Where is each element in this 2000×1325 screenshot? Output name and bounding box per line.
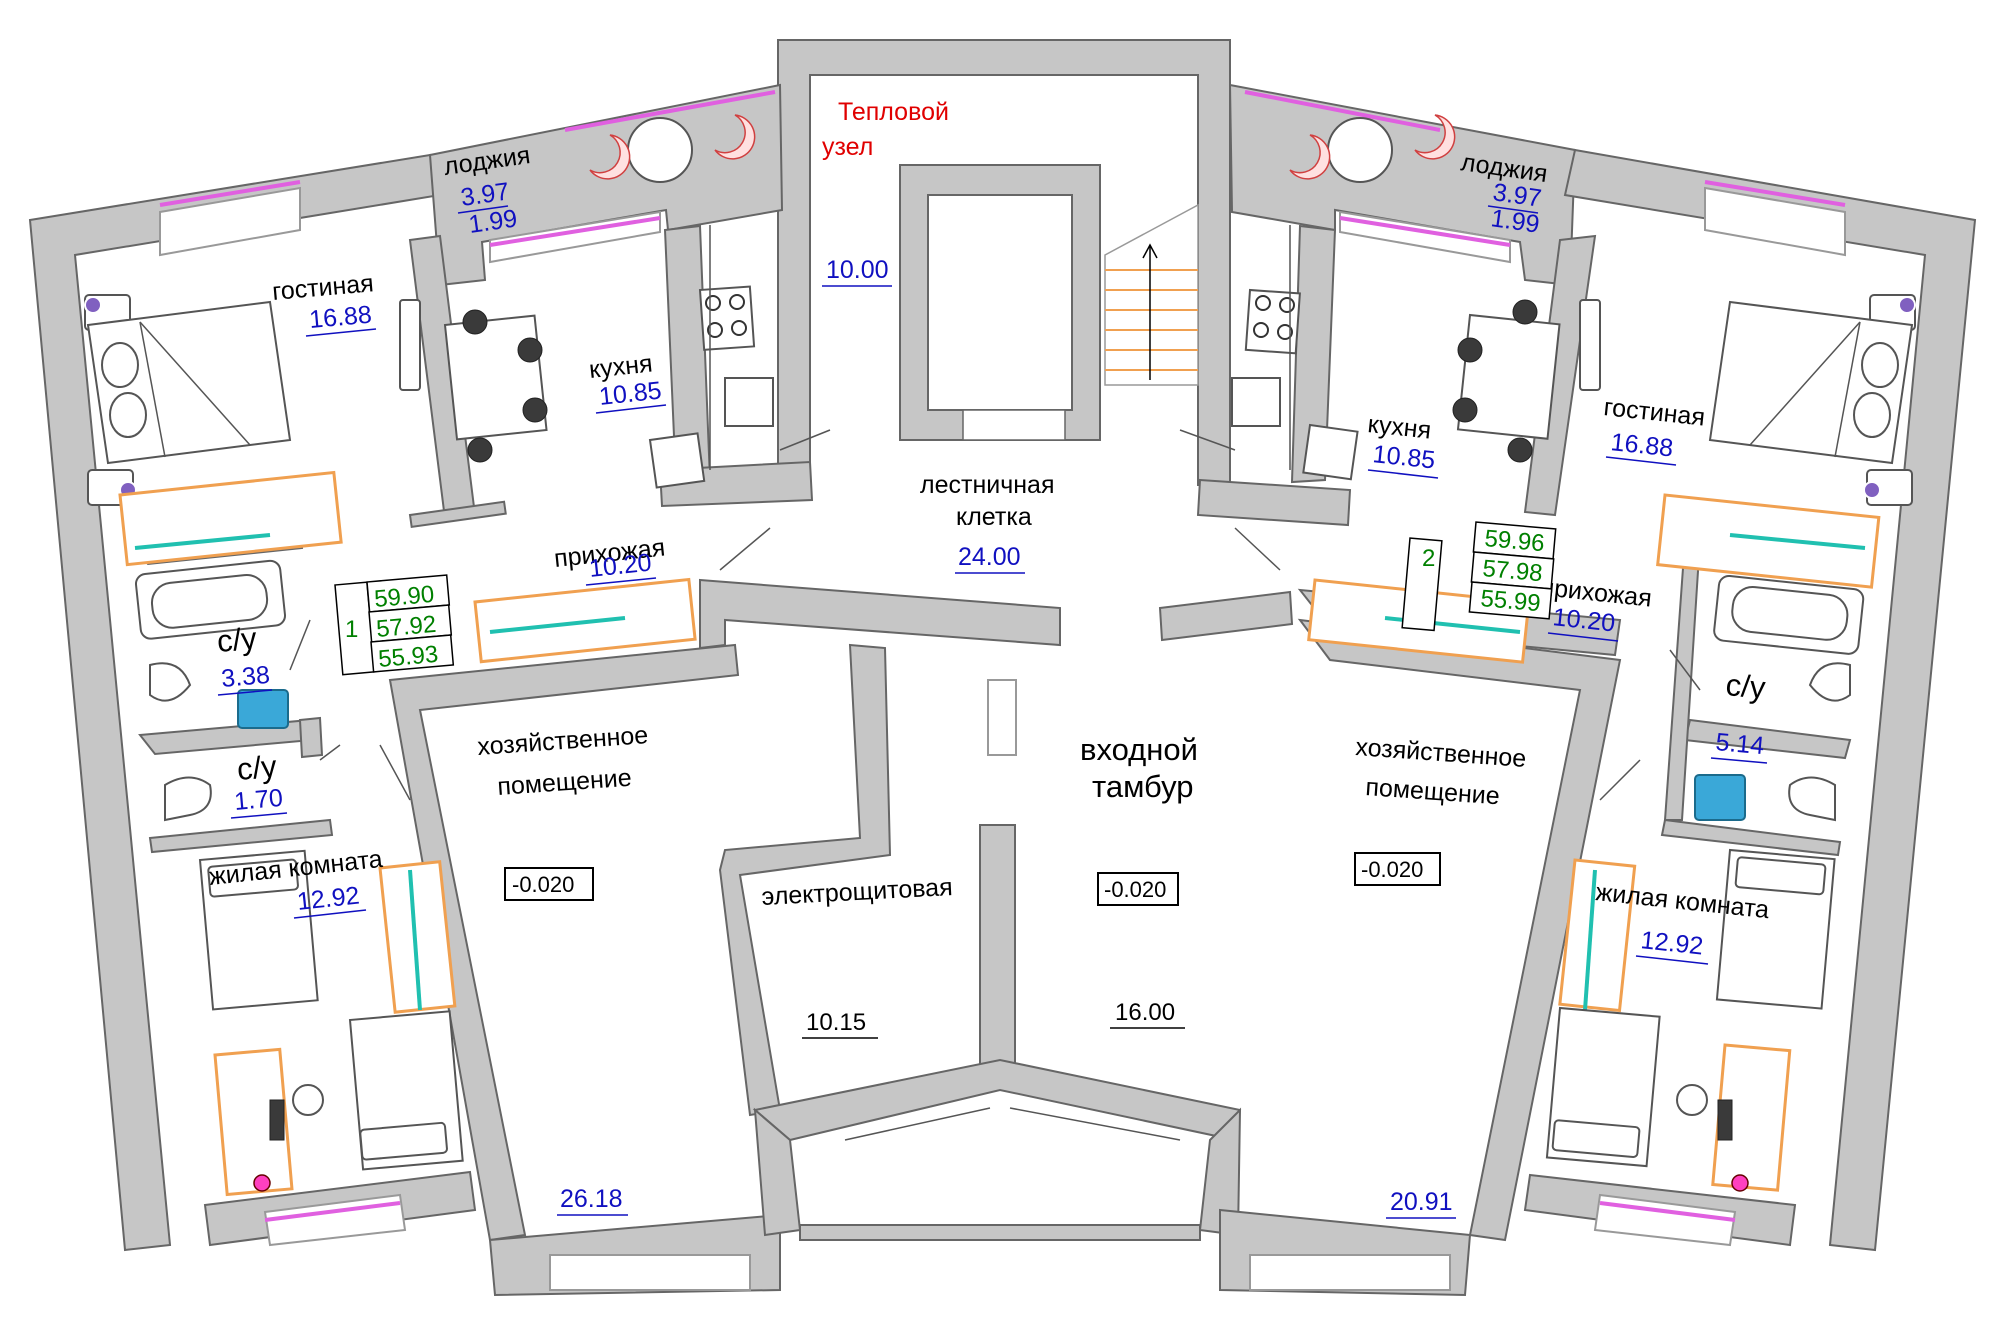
apt2-loggia-area-2: 1.99 [1489, 204, 1541, 239]
loggia-chairs-left [589, 114, 756, 183]
vestibule-label-2: тамбур [1092, 769, 1194, 804]
apt2-hall-area: 10.20 [1551, 603, 1616, 637]
apt1-hall-area: 10.20 [588, 549, 653, 583]
kitchen-sink-icon [724, 377, 774, 427]
apt2-kitchen-area: 10.85 [1371, 440, 1436, 474]
utility-left-label-1: хозяйственное [476, 721, 649, 761]
apt2-totals-box: 2 59.96 57.98 55.99 [1401, 521, 1557, 632]
heat-node-label-2: узел [822, 133, 873, 161]
apt2-total-3: 55.99 [1479, 585, 1541, 617]
tv-icon-right [1579, 299, 1601, 391]
apt1-living-area: 16.88 [308, 301, 373, 334]
apt1-total-1: 59.90 [373, 581, 435, 613]
electrical-area: 10.15 [806, 1009, 866, 1036]
apt2-kitchen-label: кухня [1366, 410, 1432, 444]
utility-left-level: -0.020 [512, 872, 574, 897]
washer-icon-right [1694, 774, 1746, 821]
utility-right-level: -0.020 [1361, 857, 1423, 882]
apt1-wc-area: 1.70 [233, 784, 284, 816]
apt2-bath-area: 5.14 [1714, 728, 1765, 760]
right-apartment-furniture [1231, 114, 1916, 1192]
loggia-chairs-right [1289, 114, 1456, 183]
fridge-icon [648, 432, 706, 489]
electrical-label: электрощитовая [761, 873, 953, 911]
bed-bedroom-right-2 [1545, 1006, 1661, 1168]
bed-bedroom-left [198, 849, 319, 1011]
apt2-bedroom-area: 12.92 [1639, 926, 1704, 960]
utility-left-level-box [504, 867, 594, 901]
apt1-living-label: гостиная [271, 269, 375, 306]
vestibule-area: 16.00 [1115, 999, 1175, 1026]
washer-icon [237, 689, 289, 729]
apt1-total-3: 55.93 [377, 641, 439, 673]
bathtub-icon-right [1713, 574, 1865, 655]
wardrobe-left-living [118, 470, 343, 567]
kitchen-sink-icon-right [1231, 377, 1281, 427]
apt1-labels: лоджия 3.97 1.99 гостиная 16.88 кухня 10… [208, 141, 666, 919]
bed-icon [86, 300, 292, 465]
vestibule-level: -0.020 [1104, 877, 1166, 902]
wardrobe-bedroom-left [378, 860, 457, 1014]
fridge-icon-right [1302, 423, 1359, 481]
apt2-number: 2 [1422, 545, 1435, 572]
tv-icon [399, 299, 421, 391]
toilet-icon-right [1788, 776, 1836, 822]
apt2-total-1: 59.96 [1483, 525, 1545, 557]
apt1-loggia-area-2: 1.99 [467, 204, 519, 239]
stairwell-label-2: клетка [956, 503, 1032, 531]
stairs [1104, 203, 1199, 386]
desk-right [1676, 1043, 1792, 1192]
utility-right-level-box [1354, 852, 1441, 886]
bathtub-icon [134, 559, 287, 640]
desk-left [213, 1047, 324, 1197]
utility-right-label-2: помещение [1365, 773, 1501, 810]
sink-icon-right [1808, 662, 1851, 702]
wardrobe-right-living [1656, 493, 1881, 589]
kitchen-table-icon [443, 309, 548, 463]
apt1-bedroom-area: 12.92 [296, 882, 361, 916]
sink-icon [149, 662, 192, 702]
apt1-kitchen-label: кухня [588, 349, 654, 383]
kitchen-table-icon-right [1452, 299, 1561, 463]
bed-bedroom-right [1715, 848, 1836, 1010]
vestibule-level-box [1097, 872, 1179, 906]
door-lines [289, 429, 1701, 801]
utility-left-area: 26.18 [560, 1185, 623, 1213]
bed-icon-right [1708, 300, 1914, 465]
wardrobe-left-hall [473, 577, 697, 664]
apt2-total-2: 57.98 [1481, 555, 1543, 587]
stove-icon [698, 285, 756, 351]
heat-node-area: 10.00 [826, 256, 889, 284]
apt1-totals-box: 1 59.90 57.92 55.93 [334, 574, 455, 676]
utility-right-area: 20.91 [1390, 1188, 1453, 1216]
toilet-icon [164, 776, 212, 822]
left-apartment-furniture [84, 114, 774, 1197]
utility-right-label-1: хозяйственное [1355, 733, 1528, 773]
apt1-bath-area: 3.38 [220, 661, 271, 693]
apt2-bath-label: с/у [1724, 667, 1767, 705]
stairwell-area: 24.00 [958, 543, 1021, 571]
vestibule-label-1: входной [1080, 732, 1198, 767]
apt2-living-area: 16.88 [1609, 428, 1674, 462]
windows [159, 90, 1846, 1291]
apt2-living-label: гостиная [1602, 393, 1706, 431]
bed-bedroom-left-2 [348, 1010, 464, 1171]
utility-left-label-2: помещение [496, 764, 632, 801]
apt1-total-2: 57.92 [375, 611, 437, 643]
apt1-kitchen-area: 10.85 [598, 377, 663, 411]
wardrobe-bedroom-right [1558, 858, 1637, 1013]
apt1-number: 1 [345, 616, 358, 643]
stairwell-label-1: лестничная [920, 471, 1055, 499]
center-labels: Тепловой узел 10.00 лестничная клетка 24… [476, 98, 1528, 1219]
heat-node-label-1: Тепловой [838, 98, 949, 126]
apt1-bath-label: с/у [216, 621, 259, 659]
apt1-wc-label: с/у [236, 749, 279, 787]
